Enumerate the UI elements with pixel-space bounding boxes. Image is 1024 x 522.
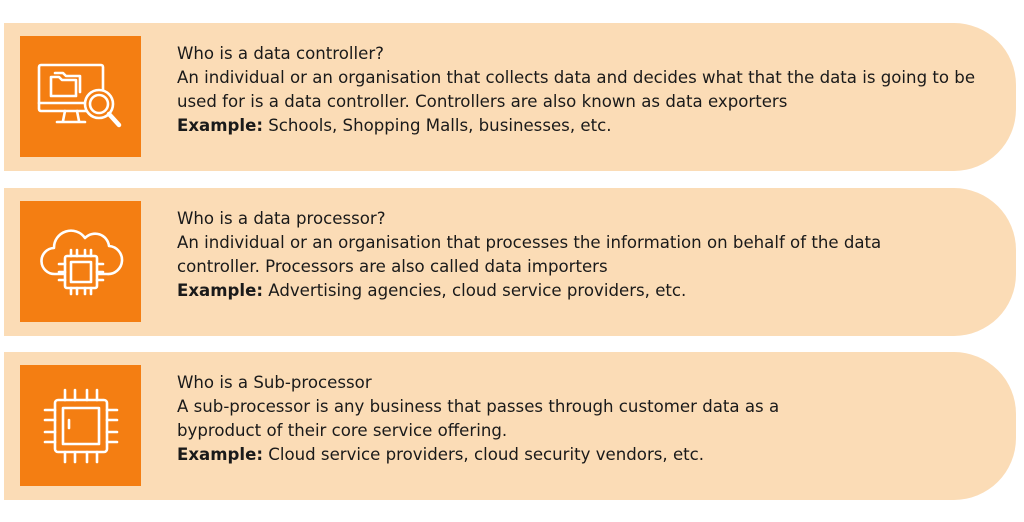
example-label: Example: <box>177 445 263 464</box>
cloud-chip-icon <box>20 201 141 322</box>
info-card-data-controller: Who is a data controller? An individual … <box>4 23 1016 171</box>
card-text: Who is a Sub-processor A sub-processor i… <box>177 371 997 467</box>
example-label: Example: <box>177 281 263 300</box>
example-label: Example: <box>177 116 263 135</box>
example-text: Advertising agencies, cloud service prov… <box>262 281 687 300</box>
card-title: Who is a data controller? <box>177 44 384 63</box>
card-title: Who is a Sub-processor <box>177 373 372 392</box>
card-description: An individual or an organisation that pr… <box>177 233 882 276</box>
card-example: Example: Advertising agencies, cloud ser… <box>177 279 997 303</box>
monitor-search-icon <box>20 36 141 157</box>
example-text: Schools, Shopping Malls, businesses, etc… <box>262 116 612 135</box>
card-example: Example: Schools, Shopping Malls, busine… <box>177 114 997 138</box>
card-text: Who is a data processor? An individual o… <box>177 207 997 303</box>
card-title: Who is a data processor? <box>177 209 386 228</box>
card-example: Example: Cloud service providers, cloud … <box>177 443 997 467</box>
card-description: An individual or an organisation that co… <box>177 68 976 111</box>
info-card-sub-processor: Who is a Sub-processor A sub-processor i… <box>4 352 1016 500</box>
info-card-data-processor: Who is a data processor? An individual o… <box>4 188 1016 336</box>
card-text: Who is a data controller? An individual … <box>177 42 997 138</box>
example-text: Cloud service providers, cloud security … <box>262 445 705 464</box>
chip-icon <box>20 365 141 486</box>
card-description: A sub-processor is any business that pas… <box>177 397 780 440</box>
